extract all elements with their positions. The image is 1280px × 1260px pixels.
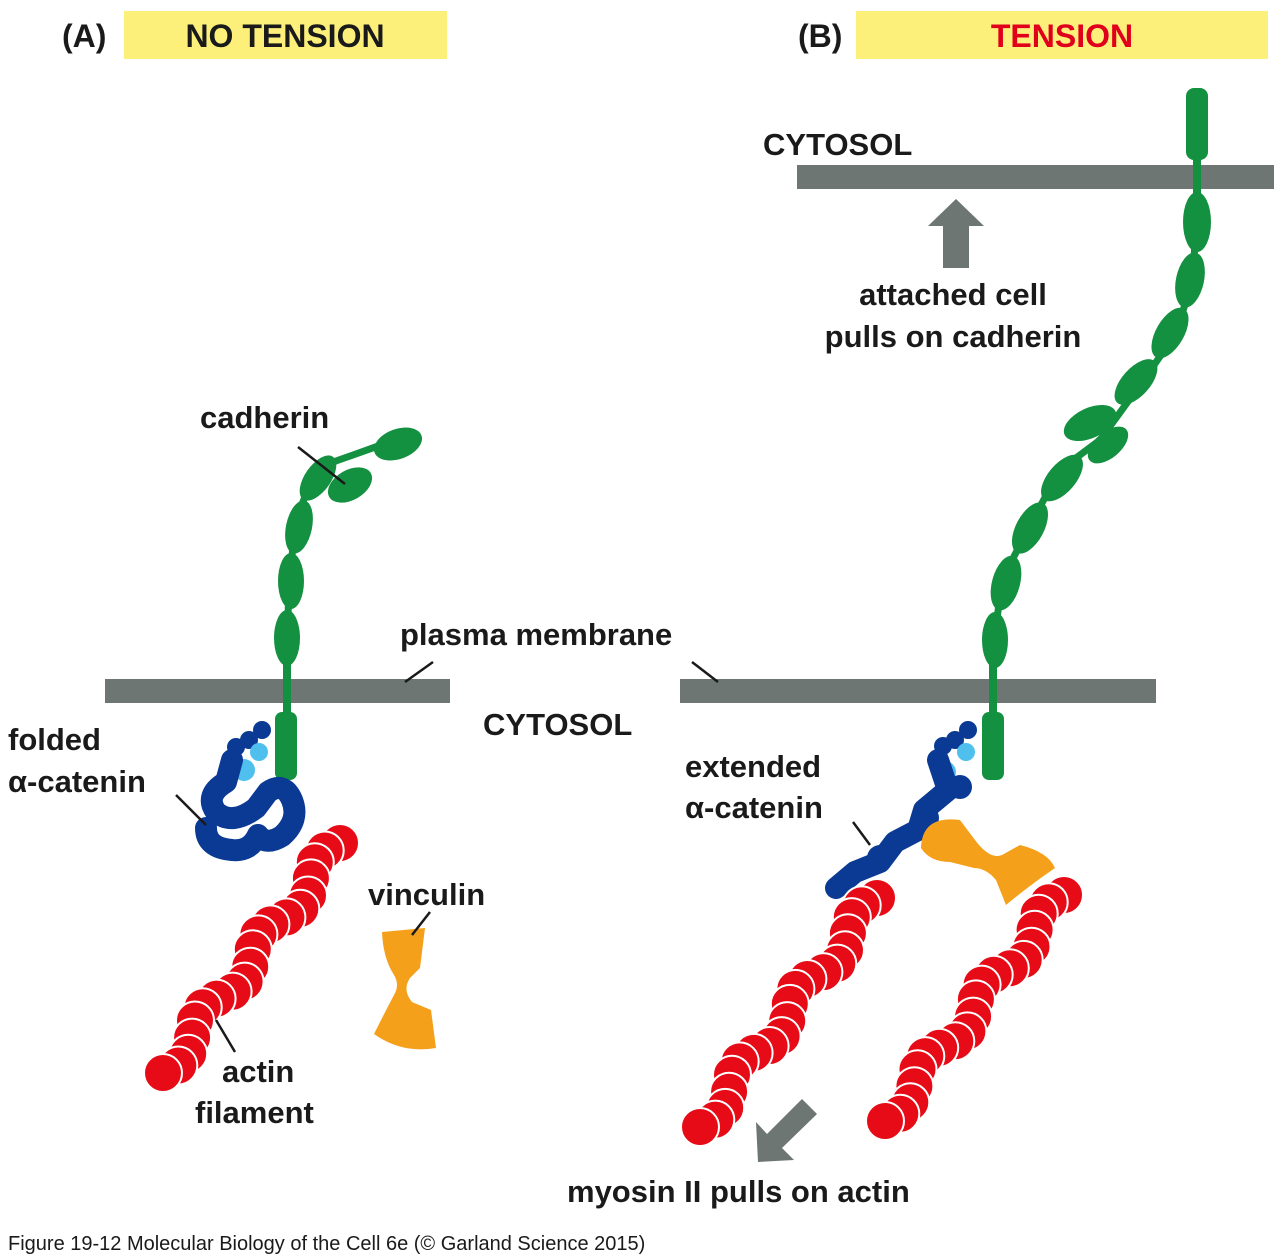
actin-monomer <box>680 1107 720 1147</box>
vinculin-a <box>374 928 436 1050</box>
label-attached-1: attached cell <box>859 277 1047 312</box>
leader-actin <box>214 1019 237 1053</box>
plasma-membrane-b <box>680 679 1156 703</box>
panel-b-heading-box <box>856 11 1268 59</box>
panel-b: (B) TENSION <box>567 11 1274 1209</box>
label-folded-2: α-catenin <box>8 764 146 799</box>
leader-extended-catenin <box>851 821 872 846</box>
panel-a-heading-box <box>124 11 447 59</box>
cadherin-b <box>982 88 1211 780</box>
label-folded-1: folded <box>8 722 101 757</box>
label-cytosol: CYTOSOL <box>483 707 632 742</box>
label-cadherin: cadherin <box>200 400 329 435</box>
label-myosin: myosin II pulls on actin <box>567 1174 910 1209</box>
vinculin-b <box>921 819 1055 905</box>
label-actin-2: filament <box>195 1095 314 1130</box>
label-plasma-membrane: plasma membrane <box>400 617 672 652</box>
label-extended-2: α-catenin <box>685 790 823 825</box>
cadherin-a <box>274 427 423 780</box>
label-attached-2: pulls on cadherin <box>825 319 1082 354</box>
panel-a-heading: NO TENSION <box>185 18 384 54</box>
leader-plasma-membrane-b <box>691 661 719 683</box>
label-actin-1: actin <box>222 1054 294 1089</box>
folded-alpha-catenin <box>195 721 306 862</box>
actin-monomer <box>143 1053 183 1093</box>
plasma-membrane-a <box>105 679 450 703</box>
actin-filament-b-left <box>680 878 897 1147</box>
panel-b-tag: (B) <box>798 18 842 54</box>
panel-b-heading: TENSION <box>991 18 1133 54</box>
figure-caption: Figure 19-12 Molecular Biology of the Ce… <box>8 1233 645 1255</box>
actin-filament-a <box>143 823 360 1093</box>
arrow-up-pull <box>928 199 984 268</box>
actin-monomer <box>865 1101 905 1141</box>
label-vinculin: vinculin <box>368 877 485 912</box>
label-cytosol-top: CYTOSOL <box>763 127 912 162</box>
actin-filament-b-right <box>865 875 1084 1141</box>
leader-plasma-membrane-a <box>404 660 434 684</box>
panel-a-tag: (A) <box>62 18 106 54</box>
label-extended-1: extended <box>685 749 821 784</box>
leader-folded-catenin <box>175 794 207 826</box>
upper-cell-membrane <box>797 165 1274 189</box>
panel-a: (A) NO TENSION <box>8 11 672 1130</box>
leader-vinculin <box>411 911 431 936</box>
arrow-down-pull <box>756 1099 817 1162</box>
leader-cadherin <box>297 446 346 485</box>
